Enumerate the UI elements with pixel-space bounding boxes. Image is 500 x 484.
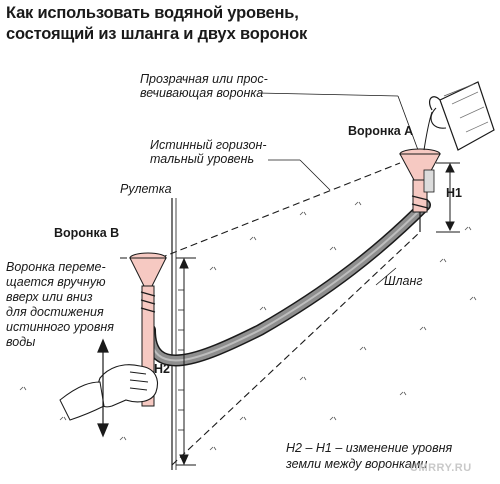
- funnel-b-label: Воронка В: [54, 226, 120, 240]
- h1-label: H1: [446, 186, 462, 200]
- true-level-lines: [120, 162, 421, 466]
- funnel-a: [399, 148, 441, 232]
- formula-line-1: H2 – H1 – изменение уровня: [286, 441, 453, 455]
- h2-dimension: [176, 257, 196, 466]
- title-line-2: состоящий из шланга и двух воронок: [6, 25, 308, 43]
- hose: [144, 199, 431, 367]
- diagram-title: Как использовать водяной уровень, состоя…: [6, 3, 426, 45]
- ground-texture: [19, 201, 477, 451]
- transparent-funnel-label: Прозрачная или прос- вечивающая воронка: [140, 72, 268, 100]
- hose-label: Шланг: [384, 274, 423, 288]
- formula-note: H2 – H1 – изменение уровня земли между в…: [286, 440, 452, 472]
- formula-line-2: земли между воронками: [286, 457, 428, 471]
- h2-label: H2: [154, 362, 170, 376]
- funnel-b: [59, 252, 167, 421]
- transparent-funnel-label-line-1: Прозрачная или прос-: [140, 72, 268, 86]
- move-arrow: [97, 338, 109, 438]
- funnel-b-note-line-4: для достижения: [6, 305, 104, 319]
- watermark: UMRRY.RU: [410, 462, 472, 474]
- title-line-1: Как использовать водяной уровень,: [6, 4, 299, 22]
- leader-lines: [257, 92, 419, 286]
- transparent-funnel-label-line-2: вечивающая воронка: [140, 86, 264, 100]
- true-level-label: Истинный горизон- тальный уровень: [150, 138, 266, 166]
- tape-label: Рулетка: [120, 182, 172, 196]
- funnel-b-note-line-3: вверх или вниз: [6, 290, 93, 304]
- true-level-label-line-2: тальный уровень: [150, 152, 255, 166]
- funnel-b-note-line-1: Воронка переме-: [6, 260, 106, 274]
- h1-dimension: [436, 162, 460, 233]
- funnel-b-note-line-6: воды: [6, 335, 36, 349]
- funnel-a-label: Воронка А: [348, 124, 414, 138]
- true-level-label-line-1: Истинный горизон-: [150, 138, 267, 152]
- funnel-b-note-line-2: щается вручную: [6, 275, 106, 289]
- funnel-b-note: Воронка переме- щается вручную вверх или…: [6, 260, 114, 350]
- tape-measure: [171, 198, 177, 470]
- pitcher: [423, 81, 495, 151]
- funnel-b-note-line-5: истинного уровня: [6, 320, 114, 334]
